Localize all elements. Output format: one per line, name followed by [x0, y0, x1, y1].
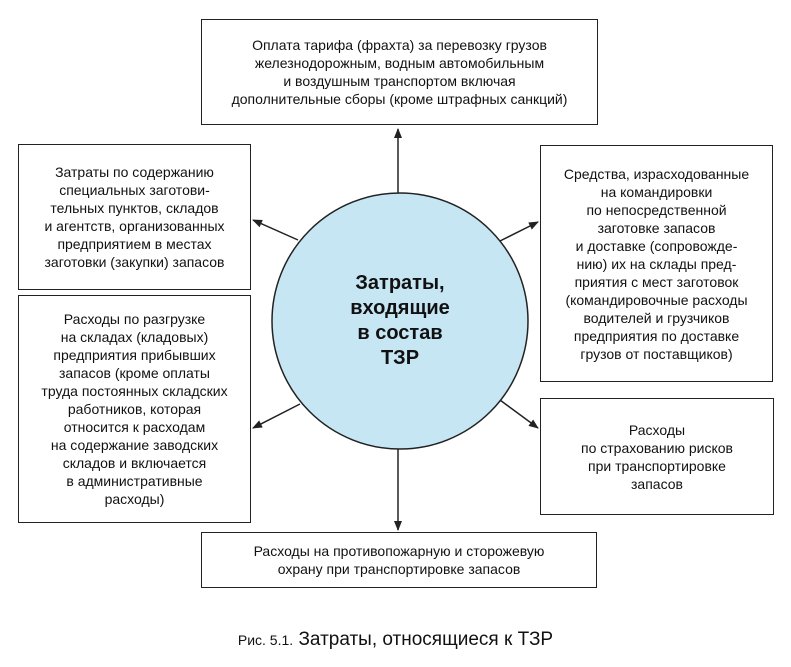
- box-rail-water-air-freight: Оплата тарифа (фрахта) за перевозку груз…: [201, 19, 598, 125]
- arrow-to-lower-right: [499, 399, 539, 429]
- box-fire-security-costs: Расходы на противопожарную и сторожевую …: [201, 532, 597, 588]
- caption-figure-number: Рис. 5.1.: [237, 632, 294, 648]
- box-insurance-costs: Расходы по страхованию рисков при трансп…: [540, 398, 774, 515]
- arrow-to-upper-right: [499, 221, 539, 242]
- arrow-to-upper-left: [252, 219, 299, 241]
- arrow-to-lower-left: [252, 403, 301, 429]
- box-business-trip-costs: Средства, израсходованные на командировк…: [540, 145, 773, 382]
- figure-caption: Рис. 5.1. Затраты, относящиеся к ТЗР: [0, 628, 791, 652]
- caption-text: Затраты, относящиеся к ТЗР: [298, 629, 554, 650]
- center-circle: [271, 192, 529, 450]
- box-procurement-points-upkeep: Затраты по содержанию специальных загото…: [18, 144, 251, 290]
- center-label: Затраты, входящие в состав ТЗР: [350, 272, 450, 369]
- box-unloading-costs: Расходы по разгрузке на складах (кладовы…: [18, 295, 251, 523]
